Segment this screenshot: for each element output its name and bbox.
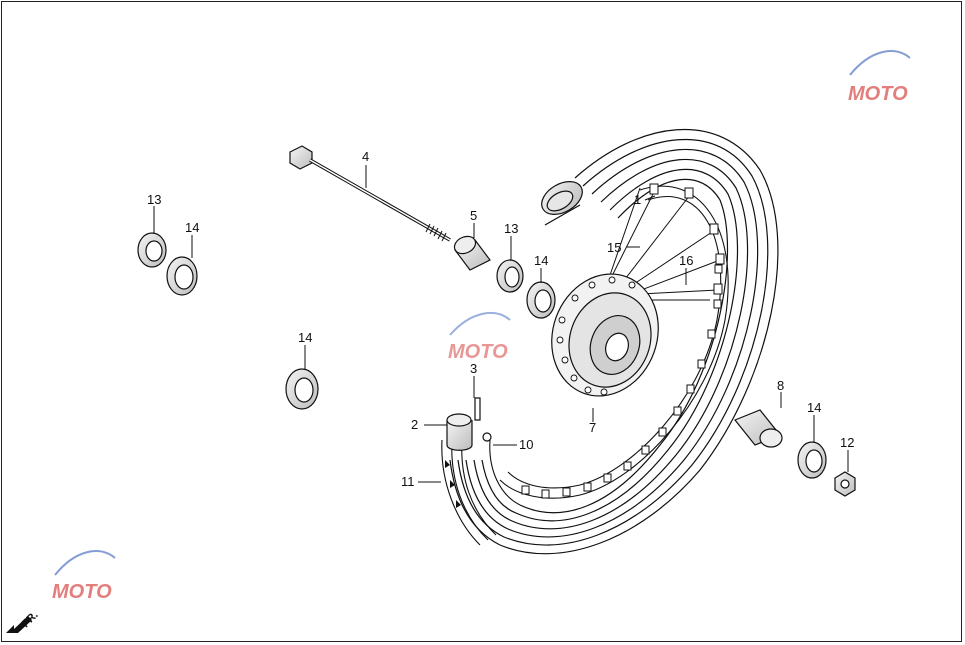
watermark-swoosh [449, 312, 511, 336]
tube-valve [482, 432, 492, 442]
axle-bolt [289, 145, 451, 242]
right-collar [734, 409, 783, 448]
callout-4: 4 [362, 149, 369, 164]
spoke-nipples [521, 264, 723, 499]
hub-holes [556, 276, 636, 396]
oil-seal-right [496, 259, 524, 293]
arrow-icon [6, 616, 32, 633]
bearing-middle [285, 368, 319, 410]
watermark-center: MOTO [448, 312, 511, 363]
speedometer-gearbox [446, 413, 473, 451]
wheel-hub [551, 273, 659, 397]
callout-10: 10 [519, 437, 533, 452]
bearing-right [797, 441, 827, 479]
watermark-text: MOTO [52, 581, 112, 603]
callout-13-left: 13 [147, 192, 161, 207]
watermark-top-right: MOTO [848, 50, 911, 105]
callout-2: 2 [411, 417, 418, 432]
axle-nut [834, 471, 856, 497]
tire-cut-end [541, 181, 583, 226]
leader-lines [153, 165, 849, 483]
watermark-bottom-left: MOTO [52, 550, 116, 603]
bearing-left [166, 256, 198, 296]
watermark-text: MOTO [848, 83, 908, 105]
watermark-text: MOTO [448, 341, 508, 363]
callout-13-right: 13 [504, 221, 518, 236]
watermark-swoosh [849, 50, 911, 76]
callout-3: 3 [470, 361, 477, 376]
spoke-ends [649, 183, 725, 295]
pin [474, 397, 481, 421]
oil-seal-left [137, 232, 167, 268]
callout-14-left: 14 [185, 220, 199, 235]
callout-5: 5 [470, 208, 477, 223]
callout-12: 12 [840, 435, 854, 450]
callout-15: 15 [607, 240, 621, 255]
tire-tread-marks [445, 460, 461, 508]
axle-collar [453, 235, 491, 271]
tire-lower-cutaway [441, 439, 521, 546]
callout-16: 16 [679, 253, 693, 268]
callout-14-middle: 14 [298, 330, 312, 345]
front-direction-indicator: FR. [6, 609, 41, 633]
callout-14-right: 14 [807, 400, 821, 415]
tire [449, 129, 779, 555]
callout-1: 1 [634, 192, 641, 207]
bearing-hub [526, 281, 556, 319]
callout-14-hub: 14 [534, 253, 548, 268]
watermark-swoosh [54, 550, 116, 576]
callout-7: 7 [589, 420, 596, 435]
callout-8: 8 [777, 378, 784, 393]
callout-labels: 4 5 13 14 13 14 14 1 15 16 7 8 14 12 3 2… [147, 149, 854, 489]
callout-11: 11 [401, 474, 415, 489]
